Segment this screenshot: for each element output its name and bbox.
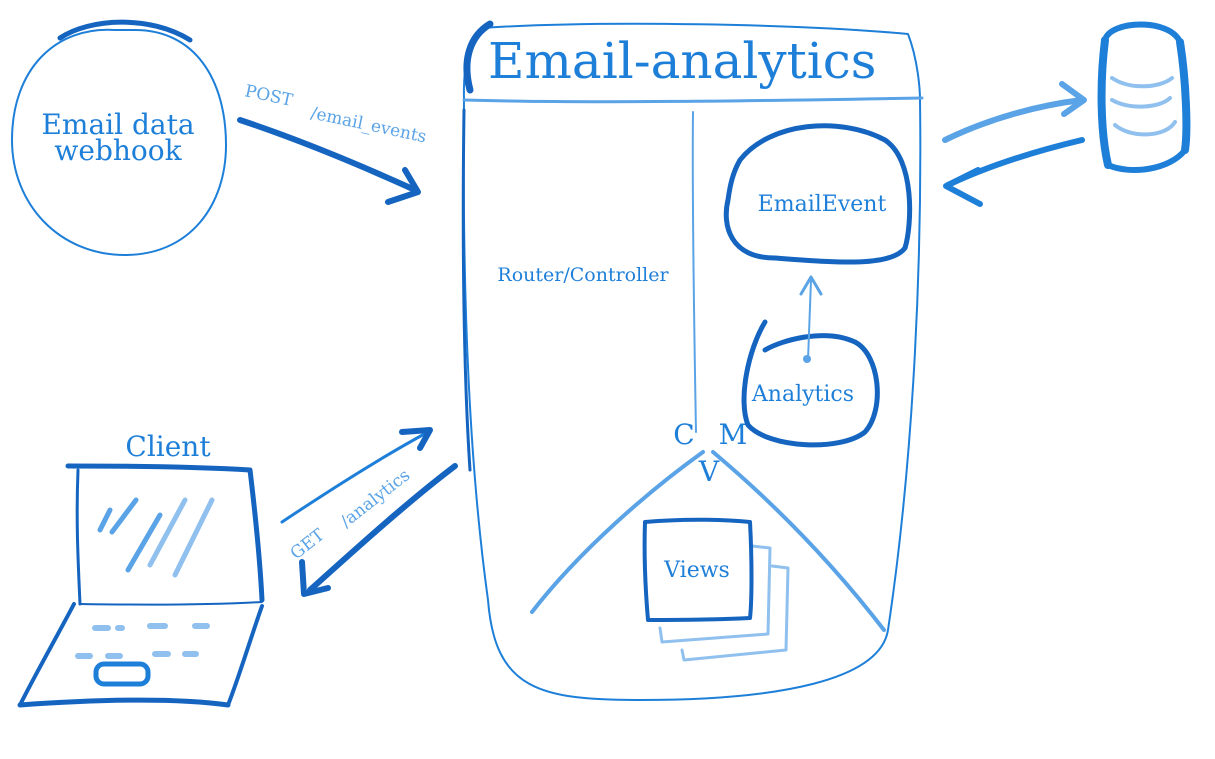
mvc-c-label: C: [673, 418, 694, 451]
database-icon: [1097, 21, 1191, 173]
app-container: Email-analytics Router/Controller C M V: [461, 20, 924, 701]
email-event-node: EmailEvent: [723, 123, 913, 265]
views-node: Views: [642, 517, 790, 662]
app-title: Email-analytics: [488, 32, 876, 90]
laptop-touchpad: [93, 661, 151, 687]
mvc-v-label: V: [698, 455, 720, 488]
get-arrows: GET /analytics: [280, 427, 458, 597]
views-label: Views: [663, 558, 730, 583]
post-method-label: POST: [243, 81, 295, 111]
client-label: Client: [125, 430, 211, 463]
app-outline: [462, 22, 922, 701]
connector-dot: [803, 355, 811, 363]
email-event-blob: [723, 123, 913, 265]
database-node: [1097, 21, 1191, 173]
webhook-node: Email data webhook: [11, 19, 227, 256]
post-arrow: POST /email_events: [237, 81, 428, 205]
db-arrows: [942, 81, 1087, 207]
post-path-label: /email_events: [309, 103, 428, 147]
router-controller-label: Router/Controller: [497, 264, 669, 286]
analytics-blob: [741, 319, 880, 448]
analytics-label: Analytics: [751, 382, 854, 407]
webhook-label-line2: webhook: [54, 134, 182, 167]
get-method-label: GET: [287, 525, 329, 564]
email-event-label: EmailEvent: [758, 192, 887, 217]
client-node: Client: [17, 430, 265, 708]
webhook-circle: [11, 28, 227, 256]
views-card: [642, 517, 754, 622]
webhook-label-line1: Email data: [41, 108, 194, 141]
laptop-icon: [17, 463, 265, 708]
mvc-m-label: M: [719, 418, 748, 451]
analytics-node: Analytics: [741, 275, 880, 448]
get-path-label: /analytics: [337, 465, 414, 532]
